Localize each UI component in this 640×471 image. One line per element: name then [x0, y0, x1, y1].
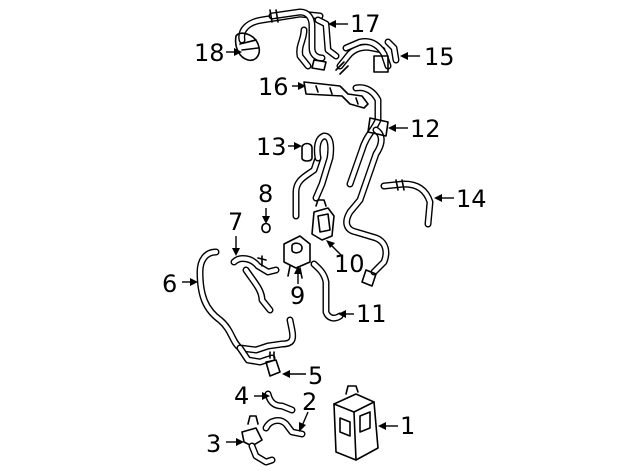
- callout-12: 12: [388, 115, 441, 143]
- callout-2: 2: [299, 388, 317, 432]
- part-16-bracket: [303, 81, 369, 109]
- part-7-hose: [230, 255, 280, 314]
- callout-16: 16: [258, 73, 306, 101]
- callout-13: 13: [256, 133, 302, 161]
- callout-8-label: 8: [258, 180, 273, 208]
- part-10-valve: [311, 199, 335, 241]
- callout-14: 14: [434, 185, 487, 213]
- part-17-pipe-assembly: [268, 8, 340, 71]
- callout-5: 5: [282, 362, 323, 390]
- part-11-hose: [310, 260, 344, 322]
- callout-11: 11: [338, 300, 387, 328]
- part-1-module: [333, 385, 379, 461]
- callout-15-label: 15: [424, 43, 455, 71]
- callout-8: 8: [258, 180, 273, 224]
- callout-15: 15: [400, 43, 455, 71]
- callout-1-label: 1: [400, 412, 415, 440]
- callout-16-label: 16: [258, 73, 289, 101]
- part-3-valve: [241, 415, 276, 466]
- callout-1: 1: [378, 412, 415, 440]
- callout-7-label: 7: [228, 208, 243, 236]
- callout-10-label: 10: [334, 250, 365, 278]
- part-8-clip: [261, 222, 271, 234]
- callout-6-label: 6: [162, 270, 177, 298]
- callout-2-label: 2: [302, 388, 317, 416]
- callout-17: 17: [328, 10, 381, 38]
- callout-14-label: 14: [456, 185, 487, 213]
- part-6-hose: [196, 248, 297, 366]
- callout-12-label: 12: [410, 115, 441, 143]
- callout-13-label: 13: [256, 133, 287, 161]
- part-9-pump: [283, 235, 311, 279]
- part-14-hose: [380, 179, 434, 228]
- callout-9-label: 9: [290, 282, 305, 310]
- callout-17-label: 17: [350, 10, 381, 38]
- part-13-hose: [292, 132, 335, 220]
- part-12-coolant-tube: [343, 84, 390, 287]
- callout-6: 6: [162, 270, 198, 298]
- callout-11-label: 11: [356, 300, 387, 328]
- callout-4-label: 4: [234, 382, 249, 410]
- part-5-fitting: [265, 351, 281, 377]
- part-15-pipe-assembly: [335, 38, 400, 75]
- callout-5-label: 5: [308, 362, 323, 390]
- callout-3: 3: [206, 430, 244, 458]
- callout-3-label: 3: [206, 430, 221, 458]
- callout-18-label: 18: [194, 39, 225, 67]
- callout-7: 7: [228, 208, 243, 256]
- part-4-hose: [264, 390, 296, 414]
- callout-4: 4: [234, 382, 270, 410]
- callout-18: 18: [194, 39, 242, 67]
- callout-10: 10: [326, 240, 365, 278]
- callout-9: 9: [290, 266, 305, 310]
- part-2-hose: [262, 417, 306, 438]
